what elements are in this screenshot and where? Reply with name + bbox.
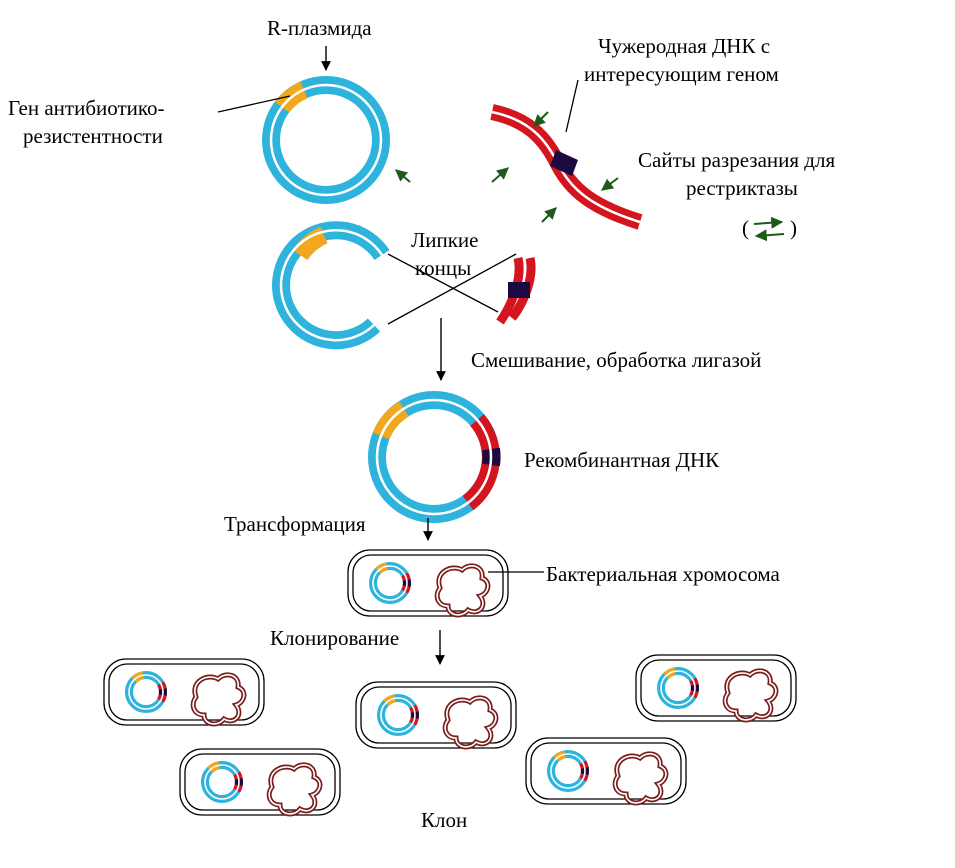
- transformation-label: Трансформация: [224, 512, 366, 536]
- mixing-ligase-label: Смешивание, обработка лигазой: [471, 348, 762, 372]
- clone-label: Клон: [421, 808, 468, 832]
- antibiotic-gene-label: Ген антибиотико-: [8, 96, 165, 120]
- clone-bacterial-cell: [180, 749, 340, 815]
- r-plasmid: [262, 76, 390, 204]
- clone-bacterial-cell: [356, 682, 516, 748]
- sticky-end-line: [387, 253, 517, 325]
- transformed-bacterial-cell: [348, 550, 508, 616]
- foreign-dna-label: интересующим геном: [584, 62, 779, 86]
- cloning-label: Клонирование: [270, 626, 400, 650]
- recombinant-dna-label: Рекомбинантная ДНК: [524, 448, 720, 472]
- antibiotic-gene-pointer-line: [217, 95, 291, 113]
- arrow-legend-close: ): [790, 216, 797, 240]
- clone-bacterial-cell: [636, 655, 796, 721]
- foreign-dna-pointer-line: [565, 79, 579, 133]
- sticky-end-line: [387, 253, 499, 313]
- clone-bacterial-cell: [104, 659, 264, 725]
- clone-bacterial-cell: [526, 738, 686, 804]
- bacterial-chromosome-label: Бактериальная хромосома: [546, 562, 780, 586]
- restriction-sites-label: рестриктазы: [686, 176, 798, 200]
- restriction-sites-label: Сайты разрезания для: [638, 148, 836, 172]
- cut-site-legend-icon: [753, 216, 785, 242]
- foreign-dna-label: Чужеродная ДНК с: [598, 34, 771, 58]
- green-arrow-icon: [395, 111, 619, 223]
- foreign-dna-strand: [490, 104, 643, 230]
- sticky-ends-label: Липкие: [411, 228, 479, 252]
- antibiotic-gene-label: резистентности: [23, 124, 163, 148]
- arrow-legend-open: (: [742, 216, 749, 240]
- sticky-ends-label: концы: [415, 256, 472, 280]
- restriction-site-marker: [550, 150, 578, 176]
- foreign-dna-fragment: [496, 256, 536, 325]
- cut-plasmid: [272, 221, 390, 350]
- r-plasmid-label: R-плазмида: [267, 16, 372, 40]
- recombinant-plasmid: [368, 391, 501, 523]
